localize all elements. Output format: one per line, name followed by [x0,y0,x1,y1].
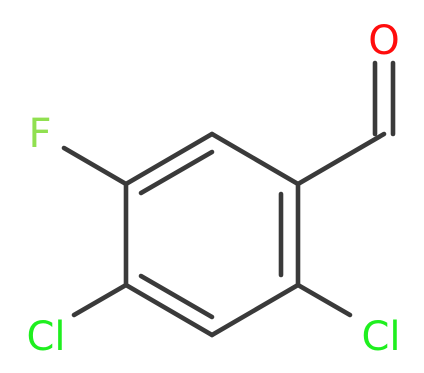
chlorine-left-atom-label: Cl [26,314,65,360]
bond-to-fluorine [61,145,129,187]
chlorine-right-atom-label: Cl [361,314,400,360]
bond-to-chlorine-right [295,282,353,318]
ring-bond-c6-c1 [123,131,215,187]
ring-inner-double-top [138,149,215,196]
ring-bond-c4-c5 [123,282,215,338]
ring-bond-c3-c4 [209,282,301,338]
bond-ring-to-carbonyl [295,131,387,187]
benzene-ring [123,131,301,338]
fluorine-atom-label: F [28,111,51,157]
oxygen-atom-label: O [368,18,399,64]
ring-inner-double-bottom [138,273,215,320]
bond-to-chlorine-left [71,282,129,318]
ring-bond-c1-c2 [209,131,301,187]
aldehyde-group [295,60,396,187]
